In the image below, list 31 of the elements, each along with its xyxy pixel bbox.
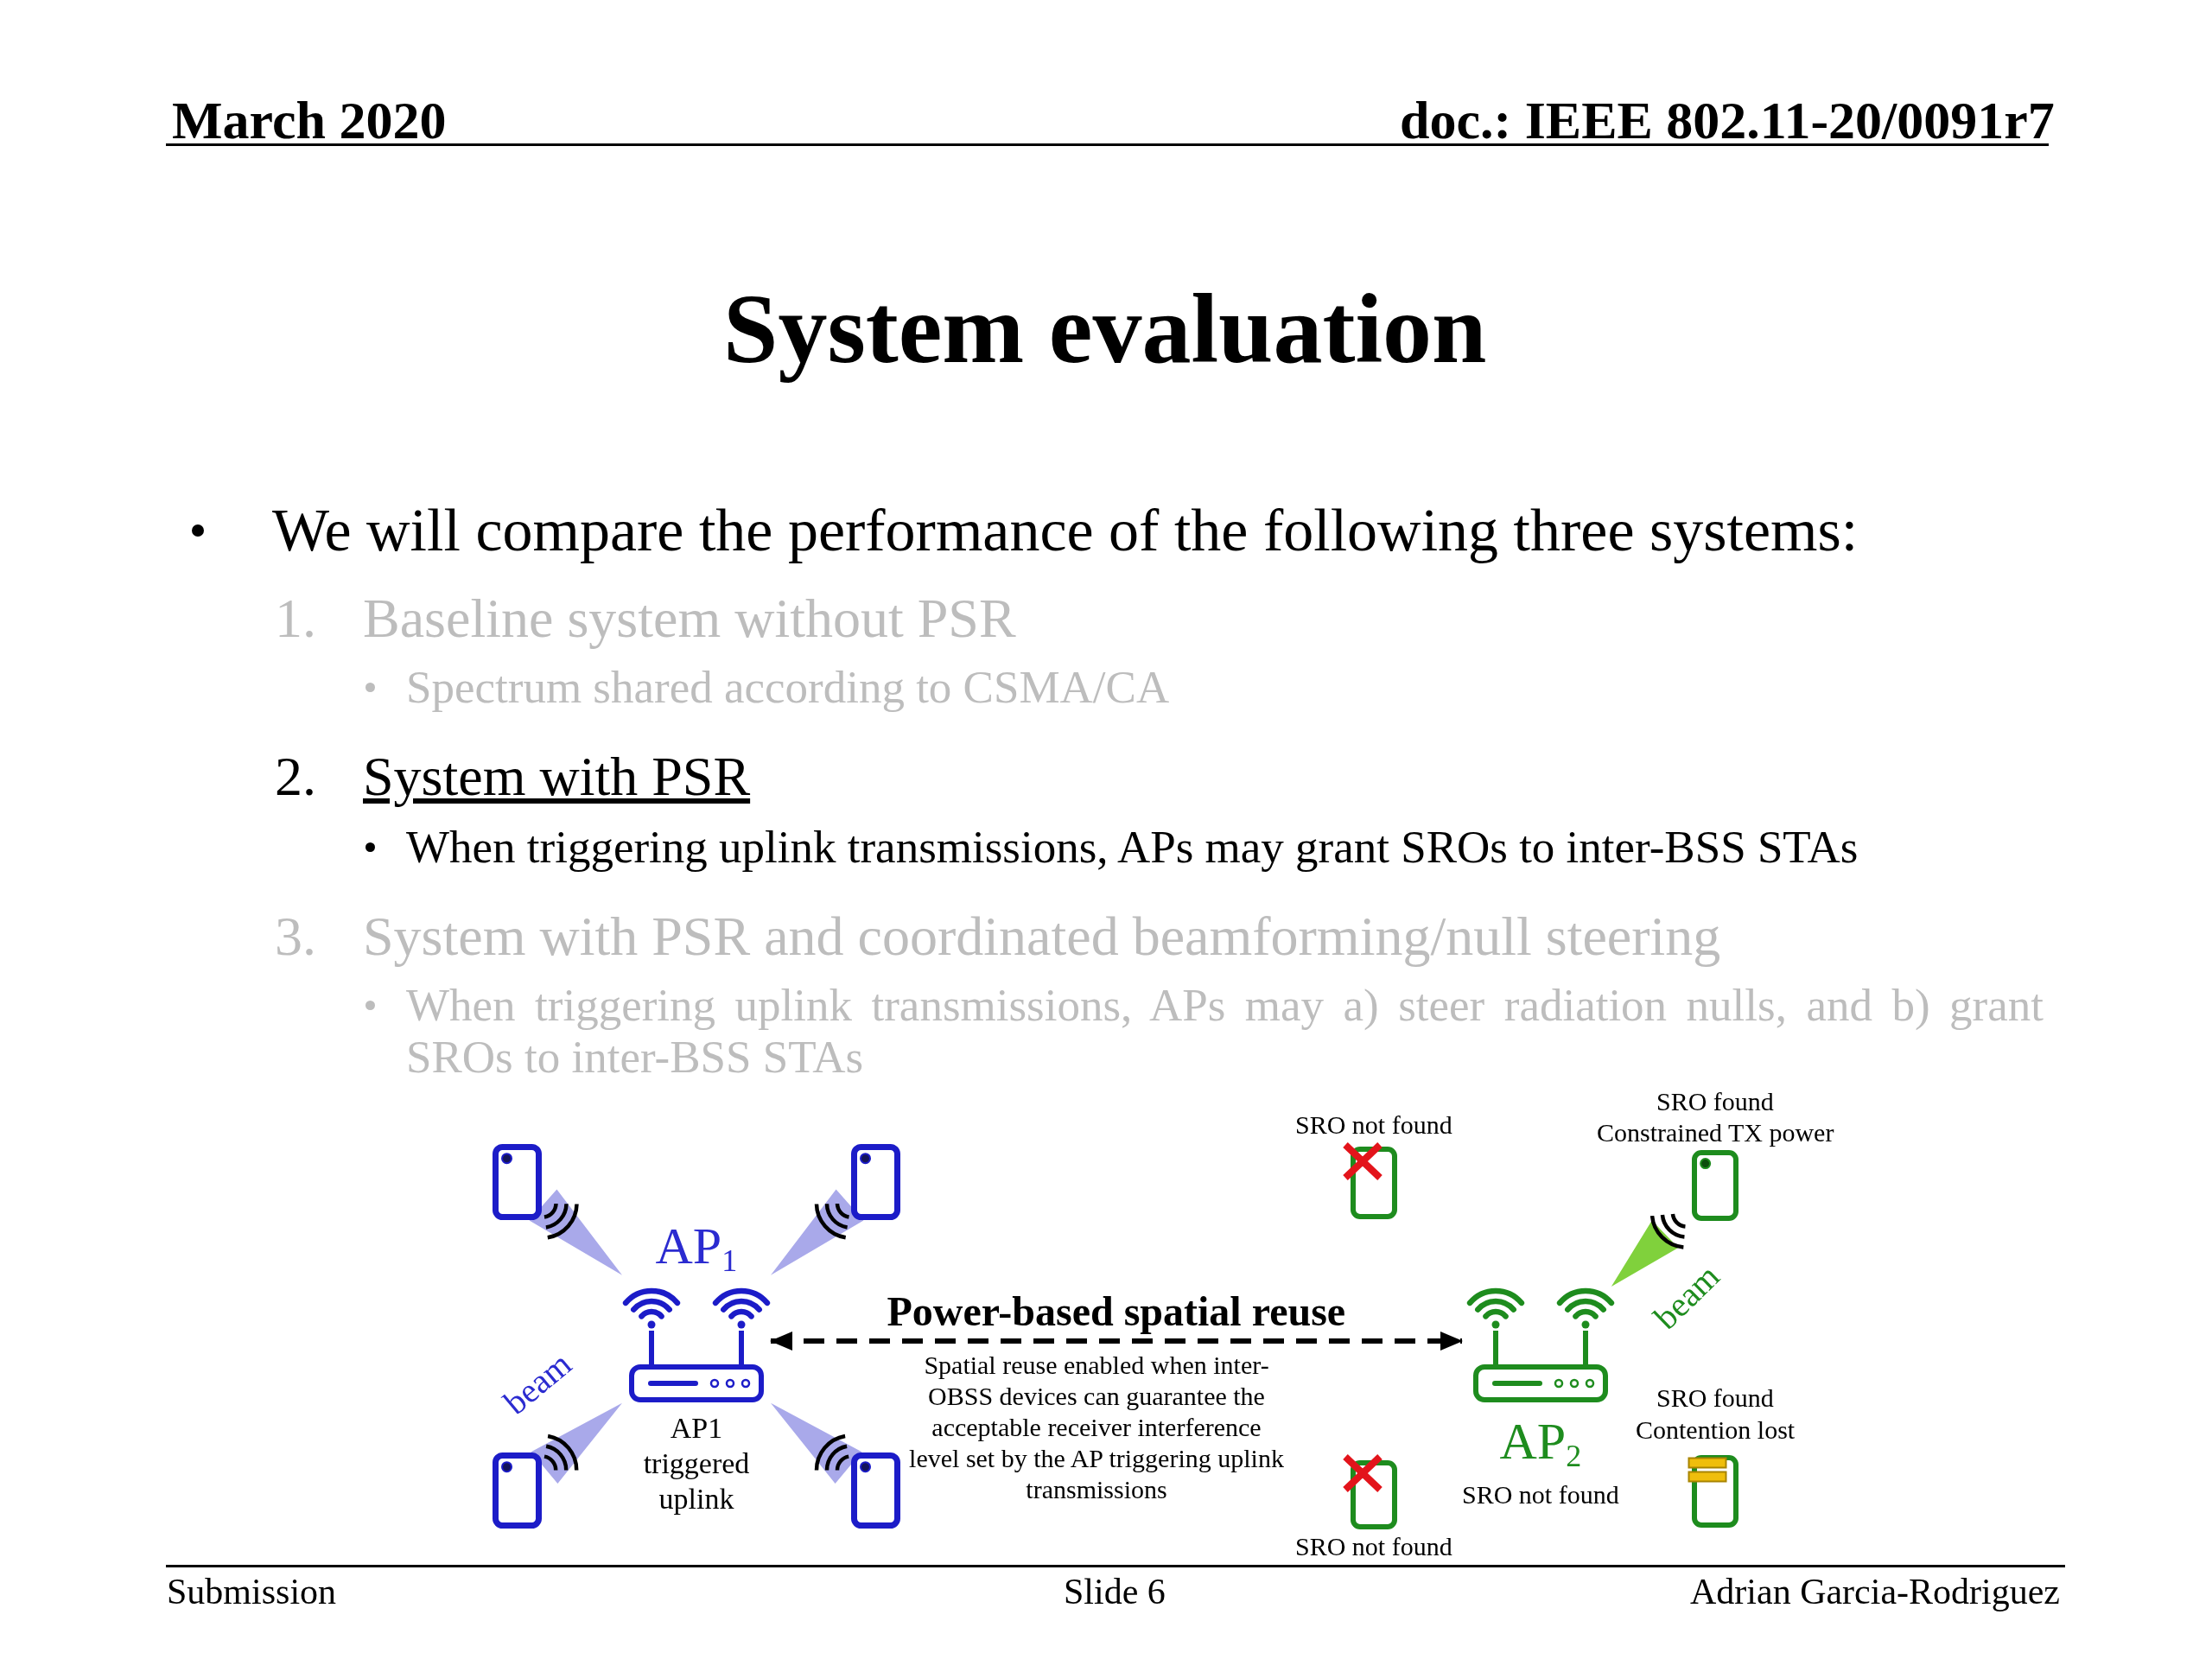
list-number: 1. bbox=[275, 586, 316, 651]
footer-text: Submission bbox=[167, 1571, 337, 1613]
header-date: March 2020 bbox=[172, 90, 447, 151]
explanation-text: Spatial reuse enabled when inter-OBSS devices can guarantee the acceptable receiver interference level set by the AP triggering uplink transmissions bbox=[908, 1350, 1285, 1505]
author-name: Adrian Garcia-Rodriguez bbox=[1690, 1571, 2060, 1613]
sub-bullet-text: When triggering uplink transmissions, APs may grant SROs to inter-BSS STAs bbox=[406, 821, 1859, 874]
edge-label: beam bbox=[495, 1343, 580, 1424]
status-label: SRO not found bbox=[1462, 1479, 1619, 1510]
list-item-text: System with PSR bbox=[363, 744, 751, 809]
bullet-text: We will compare the performance of the following three systems: bbox=[272, 496, 1859, 565]
status-label: Contention lost bbox=[1636, 1414, 1796, 1446]
double-arrow bbox=[770, 1332, 1463, 1351]
access-point-label: AP$_{2}$ bbox=[1499, 1412, 1582, 1472]
document-number: doc.: IEEE 802.11-20/0091r7 bbox=[1400, 90, 2055, 151]
list-number: 3. bbox=[275, 904, 316, 969]
list-number: 2. bbox=[275, 744, 316, 809]
list-item-text: Baseline system without PSR bbox=[363, 586, 1016, 651]
slide-title: System evaluation bbox=[723, 272, 1487, 385]
slide-number: Slide 6 bbox=[1064, 1571, 1166, 1613]
status-label: SRO not found bbox=[1295, 1109, 1452, 1141]
radio-beam bbox=[1611, 1220, 1679, 1287]
status-label: SRO found bbox=[1656, 1086, 1774, 1117]
caption-text: AP1 triggered uplink bbox=[642, 1411, 751, 1516]
status-label: Constrained TX power bbox=[1597, 1117, 1834, 1148]
edge-label: beam bbox=[1645, 1255, 1728, 1338]
status-label: SRO not found bbox=[1295, 1531, 1452, 1562]
sub-bullet-text: Spectrum shared according to CSMA/CA bbox=[406, 661, 1170, 714]
list-item-text: System with PSR and coordinated beamforming/null steering bbox=[363, 904, 1721, 969]
sub-bullet-text: When triggering uplink transmissions, APs may a) steer radiation nulls, and b) grant SROs to inter-BSS STAs bbox=[406, 979, 2044, 1083]
access-point-label: AP$_{1}$ bbox=[655, 1217, 738, 1277]
status-label: SRO found bbox=[1656, 1382, 1774, 1414]
